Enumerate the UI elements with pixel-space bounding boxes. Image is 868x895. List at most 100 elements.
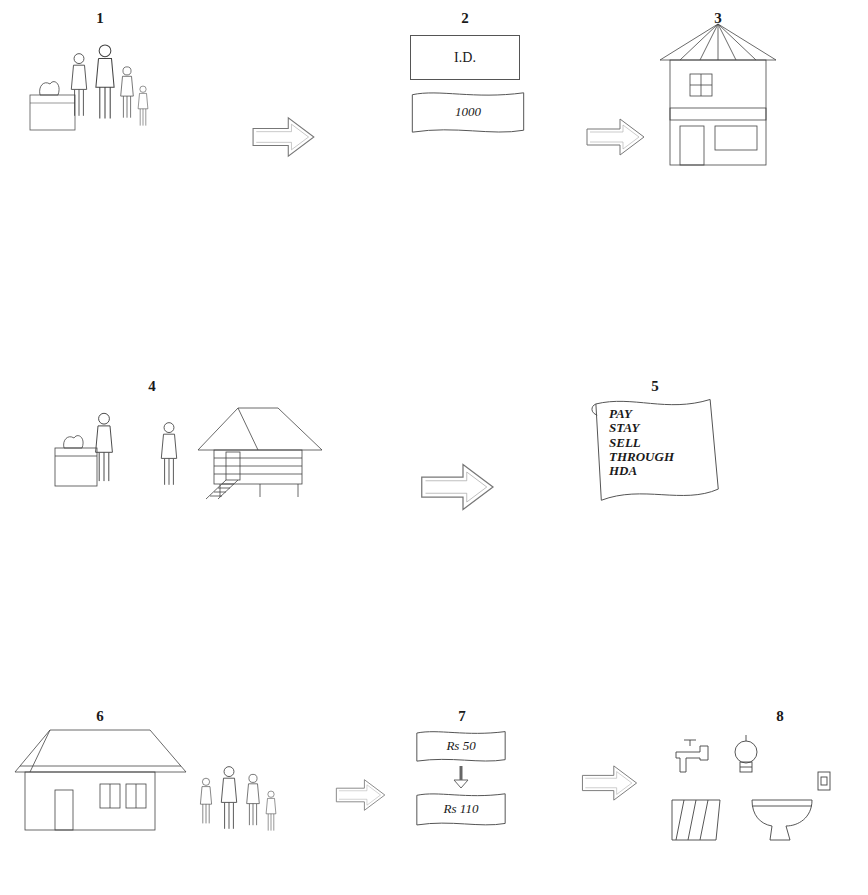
counter-and-stilt-house (226, 452, 240, 480)
money-banner: 1000 (410, 88, 526, 136)
callout-number: 5 (651, 378, 659, 395)
rent-banner: Rs 50 (415, 728, 507, 764)
arrow-head (454, 780, 468, 788)
house-and-family (25, 772, 155, 830)
node-text: 1000 (455, 104, 481, 120)
banner-outline (417, 732, 505, 762)
callout-number: 3 (714, 10, 722, 27)
services (752, 800, 812, 840)
services (690, 740, 691, 746)
scroll-outline (592, 399, 718, 500)
counter-and-stilt-house (161, 423, 176, 485)
connector-arrow (454, 766, 468, 788)
family-at-counter (30, 103, 75, 104)
services (672, 735, 830, 840)
services (752, 806, 812, 807)
counter-and-stilt-house (222, 484, 234, 485)
callout-number: 2 (461, 10, 469, 27)
house-and-family (221, 767, 236, 829)
callout-number: 4 (148, 378, 156, 395)
family-at-counter (121, 67, 134, 118)
sequence-arrow (422, 465, 493, 510)
services (821, 777, 827, 785)
counter-and-stilt-house (298, 484, 299, 497)
shop-house (680, 126, 704, 165)
callout-number: 8 (776, 708, 784, 725)
house-and-family (126, 784, 146, 808)
banner-outline (412, 93, 523, 132)
shop-house (660, 24, 776, 60)
house-and-family (15, 730, 186, 772)
callout-number: 7 (458, 708, 466, 725)
sequence-arrow (336, 780, 384, 811)
house-and-family (247, 774, 260, 825)
sequence-arrow (587, 119, 644, 155)
shop-house (700, 24, 718, 60)
node-text: Rs 50 (446, 738, 475, 754)
node-text: PAY STAY SELL THROUGH HDA (609, 407, 689, 478)
counter-and-stilt-house (55, 456, 97, 457)
counter-and-stilt-house (55, 448, 97, 486)
callout-number: 6 (96, 708, 104, 725)
shop-house (660, 24, 776, 165)
services (700, 800, 708, 840)
house-and-family (20, 766, 181, 767)
services (684, 740, 696, 741)
counter-and-stilt-house (206, 480, 226, 499)
services (688, 800, 696, 840)
family-at-counter (96, 45, 114, 118)
sequence-arrow (253, 118, 314, 156)
services (740, 762, 752, 772)
sequence-arrow (587, 119, 644, 155)
services (746, 735, 747, 741)
family-at-counter (30, 95, 75, 130)
callout-number: 1 (96, 10, 104, 27)
counter-and-stilt-house (55, 408, 322, 499)
counter-and-stilt-house (198, 408, 322, 450)
connector-line (460, 766, 463, 780)
shop-house (680, 24, 718, 60)
house-and-family (15, 730, 276, 831)
shop-house (670, 108, 766, 120)
conditions-scroll: PAY STAY SELL THROUGH HDA (585, 395, 721, 507)
counter-and-stilt-house (96, 413, 113, 481)
node-text: Rs 110 (444, 801, 479, 817)
family-at-counter (30, 45, 148, 130)
sequence-arrow (582, 766, 636, 800)
shop-house (670, 60, 766, 165)
shop-house (690, 74, 712, 96)
house-and-family (200, 778, 211, 823)
house-and-family (110, 784, 111, 808)
shop-house (690, 85, 712, 86)
services (676, 746, 708, 772)
counter-and-stilt-house (210, 496, 222, 497)
services (735, 741, 757, 763)
sequence-arrow (582, 766, 636, 800)
sequence-arrow (422, 465, 493, 510)
sequence-arrow (336, 780, 384, 811)
rent-banner: Rs 110 (415, 790, 507, 828)
counter-and-stilt-house (218, 488, 230, 489)
counter-and-stilt-house (214, 450, 302, 484)
services (672, 800, 720, 840)
house-and-family (55, 790, 73, 830)
services (740, 767, 752, 768)
family-at-counter (71, 54, 86, 116)
house-and-family (30, 730, 50, 772)
counter-and-stilt-house (238, 408, 258, 450)
id-card: I.D. (410, 35, 520, 80)
counter-and-stilt-house (214, 492, 226, 493)
counter-and-stilt-house (214, 458, 302, 459)
counter-and-stilt-house (214, 474, 302, 475)
counter-and-stilt-house (260, 484, 261, 497)
family-at-counter (40, 82, 59, 95)
counter-and-stilt-house (64, 436, 83, 448)
house-and-family (136, 784, 137, 808)
shop-house (718, 24, 756, 60)
services (676, 800, 684, 840)
sequence-arrow (253, 118, 314, 156)
shop-house (715, 126, 757, 150)
banner-outline (417, 794, 505, 825)
